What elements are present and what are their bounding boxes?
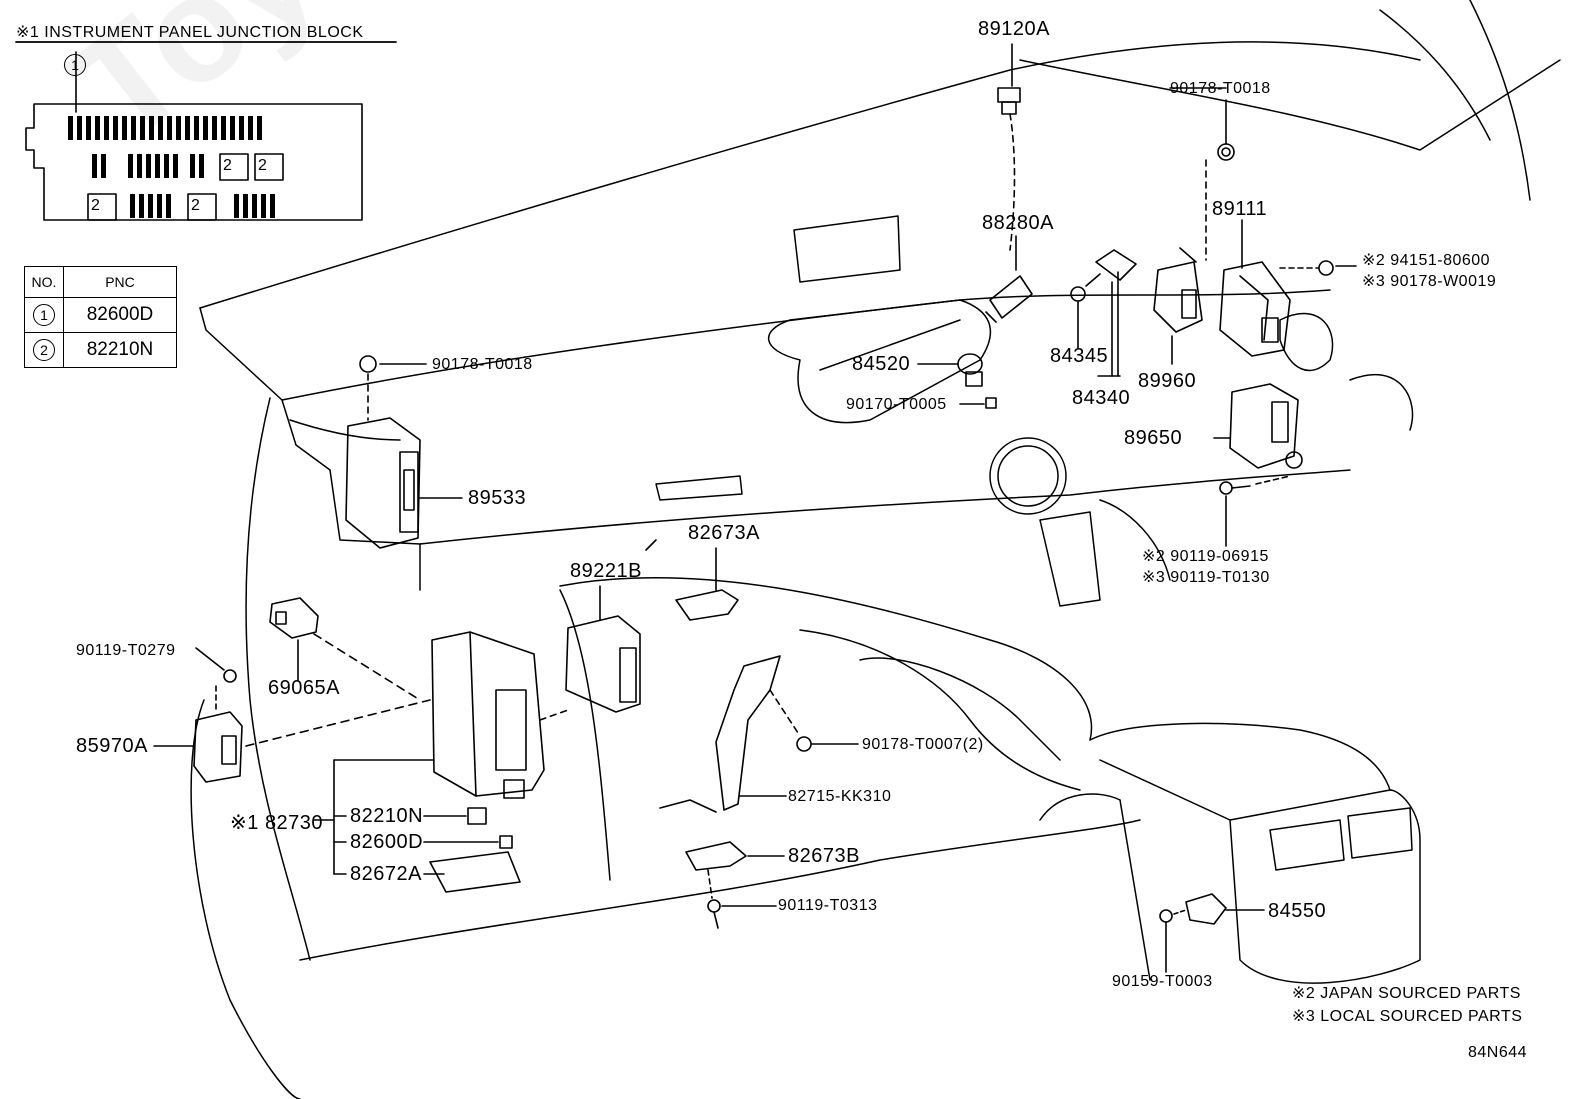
label-90119-t0130[interactable]: ※3 90119-T0130 [1142, 569, 1270, 586]
label-89120a[interactable]: 89120A [978, 18, 1050, 40]
label-85970a[interactable]: 85970A [76, 735, 148, 757]
label-90170-t0005[interactable]: 90170-T0005 [846, 396, 947, 413]
nut-right-shape [1318, 260, 1334, 276]
nut-84345-shape [1070, 286, 1086, 302]
module-89960-shape [1153, 247, 1203, 333]
dash-89120a [1009, 113, 1016, 251]
fuse-bars [68, 116, 275, 218]
module-89221b-shape [565, 615, 641, 713]
label-89960[interactable]: 89960 [1138, 370, 1197, 392]
fuse-label-b: 2 [258, 157, 267, 174]
panel-82715-shape [659, 655, 781, 813]
fuse-box-c [87, 193, 117, 221]
pnc-table-header: NO. PNC [24, 266, 177, 298]
fuse-box-b [254, 153, 284, 181]
label-84340[interactable]: 84340 [1072, 387, 1131, 409]
part-82210n-shape [467, 807, 487, 825]
label-82673a[interactable]: 82673A [688, 522, 760, 544]
leader-90119-t0279 [195, 647, 225, 671]
note-local-sourced: ※3 LOCAL SOURCED PARTS [1292, 1008, 1523, 1025]
label-90178-w0019[interactable]: ※3 90178-W0019 [1362, 273, 1497, 290]
part-82672a-shape [429, 851, 521, 893]
pnc-table: NO. PNC 1 82600D 2 82210N [24, 266, 177, 368]
label-90178-t0018-top[interactable]: 90178-T0018 [1170, 80, 1271, 97]
pnc-table-row: 2 82210N [24, 332, 177, 368]
label-90119-t0279[interactable]: 90119-T0279 [76, 642, 176, 659]
pnc-row-no: 1 [24, 297, 64, 333]
label-90159-t0003[interactable]: 90159-T0003 [1112, 973, 1213, 990]
label-82730[interactable]: ※1 82730 [230, 812, 324, 834]
nut-left-shape [359, 355, 377, 373]
fuse-box-d [187, 193, 217, 221]
label-90119-t0313[interactable]: 90119-T0313 [778, 897, 878, 914]
label-84550[interactable]: 84550 [1268, 900, 1327, 922]
part-69065a-shape [269, 597, 319, 639]
fuse-label-c: 2 [91, 197, 100, 214]
pnc-table-row: 1 82600D [24, 297, 177, 333]
pnc-row-pnc: 82600D [63, 297, 177, 333]
label-84520[interactable]: 84520 [852, 353, 911, 375]
bolt-90119-t0313-shape [707, 899, 721, 929]
dashboard-outline [190, 0, 1561, 1099]
label-90178-t0018-left[interactable]: 90178-T0018 [432, 356, 533, 373]
label-90119-06915[interactable]: ※2 90119-06915 [1142, 548, 1269, 565]
fuse-box-a [219, 153, 249, 181]
label-89533[interactable]: 89533 [468, 487, 527, 509]
label-69065a[interactable]: 69065A [268, 677, 340, 699]
label-82600d[interactable]: 82600D [350, 831, 424, 853]
label-89221b[interactable]: 89221B [570, 560, 642, 582]
sensor-88280a-shape [985, 275, 1033, 323]
nut-top-shape [1217, 143, 1235, 161]
label-94151-80600[interactable]: ※2 94151-80600 [1362, 252, 1491, 269]
bracket-82673a-shape [675, 589, 739, 621]
label-82673b[interactable]: 82673B [788, 845, 860, 867]
pnc-row-pnc: 82210N [63, 332, 177, 368]
part-85970a-shape [193, 711, 243, 783]
junction-block-82730-shape [431, 631, 545, 799]
bracket-82673b-shape [685, 841, 747, 871]
label-82672a[interactable]: 82672A [350, 863, 422, 885]
fuse-label-d: 2 [191, 197, 200, 214]
bolt-90119-06915-shape [1219, 481, 1251, 495]
junction-block-title: ※1 INSTRUMENT PANEL JUNCTION BLOCK [16, 24, 364, 41]
fuse-label-a: 2 [223, 157, 232, 174]
label-89650[interactable]: 89650 [1124, 427, 1183, 449]
part-82600d-shape [499, 835, 513, 849]
pnc-header-pnc: PNC [63, 266, 177, 298]
nut-90178-t0007-shape [796, 736, 812, 752]
callout-1: 1 [64, 54, 86, 76]
switch-84340-shape [1085, 249, 1137, 287]
label-88280a[interactable]: 88280A [982, 212, 1054, 234]
bolt-90119-t0279-shape [223, 669, 237, 683]
module-89111-shape [1219, 261, 1291, 357]
bolt-90159-shape [1159, 909, 1173, 923]
label-82715-kk310[interactable]: 82715-KK310 [788, 788, 892, 805]
diagram-id: 84N644 [1468, 1044, 1528, 1061]
label-82210n[interactable]: 82210N [350, 805, 424, 827]
pnc-row-no: 2 [24, 332, 64, 368]
part-84550-shape [1185, 893, 1227, 925]
module-89650-shape [1229, 383, 1303, 469]
label-89111[interactable]: 89111 [1212, 198, 1268, 220]
clip-89120a-shape [997, 87, 1021, 115]
note-japan-sourced: ※2 JAPAN SOURCED PARTS [1292, 985, 1521, 1002]
junction-block-outline [25, 103, 363, 221]
pnc-header-no: NO. [24, 266, 64, 298]
nut-90170-shape [985, 397, 997, 409]
label-90178-t0007[interactable]: 90178-T0007(2) [862, 736, 984, 753]
ecu-89533-shape [345, 417, 421, 549]
label-84345[interactable]: 84345 [1050, 345, 1109, 367]
